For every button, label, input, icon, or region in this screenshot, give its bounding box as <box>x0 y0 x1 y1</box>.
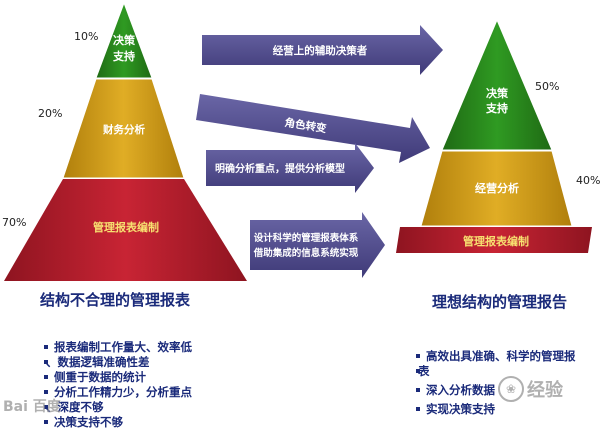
right-top-label-line1: 决策 <box>486 86 509 100</box>
right-bottom-label: 管理报表编制 <box>463 234 529 248</box>
watermark-jingyan-right: ❀ 经验 <box>498 376 563 402</box>
arrow-4-text-line2: 借助集成的信息系统实现 <box>253 247 359 259</box>
left-note-item: 侧重于数据的统计 <box>42 370 242 384</box>
left-pyramid <box>4 1 247 281</box>
left-notes-list: 报表编制工作量大、效率低 、数据逻辑准确性差 侧重于数据的统计 分析工作精力少，… <box>42 340 242 430</box>
left-note-item: 分析工作精力少，分析重点 <box>42 385 242 399</box>
left-note-item: 决策支持不够 <box>42 415 242 429</box>
watermark-jingyan-text: 经验 <box>527 380 563 401</box>
left-top-label-line1: 决策 <box>113 33 136 47</box>
left-pct-top: 10% <box>74 30 98 43</box>
left-pct-bottom: 70% <box>2 216 26 229</box>
right-layer-mid <box>420 150 573 227</box>
right-pct-top: 50% <box>535 80 559 93</box>
left-layer-bottom <box>4 179 247 281</box>
left-note-item: 报表编制工作量大、效率低 <box>42 340 242 354</box>
left-bottom-label: 管理报表编制 <box>93 220 159 234</box>
left-layer-mid <box>62 78 185 179</box>
right-caption: 理想结构的管理报告 <box>432 293 568 311</box>
left-caption: 结构不合理的管理报表 <box>40 291 191 309</box>
right-top-label-line2: 支持 <box>485 101 508 115</box>
arrow-3-text: 明确分析重点，提供分析模型 <box>215 162 345 175</box>
arrow-4-text-line1: 设计科学的管理报表体系 <box>254 232 359 244</box>
arrow-4 <box>250 212 385 278</box>
left-pct-mid: 20% <box>38 107 62 120</box>
right-pct-mid: 40% <box>576 174 600 187</box>
arrow-1 <box>202 25 443 75</box>
left-layer-top <box>95 1 153 79</box>
right-pyramid <box>396 18 592 253</box>
arrow-3 <box>206 143 374 193</box>
right-notes-list: 高效出具准确、科学的管理报 表 深入分析数据 实现决策支持 <box>414 349 599 417</box>
right-note-item: 表 <box>414 364 599 378</box>
watermark-paw-icon: ❀ <box>498 376 524 402</box>
left-mid-label: 财务分析 <box>102 123 145 136</box>
right-layer-top <box>441 18 553 151</box>
right-note-item: 实现决策支持 <box>414 402 599 416</box>
right-note-item: 高效出具准确、科学的管理报 <box>414 349 599 363</box>
left-top-label-line2: 支持 <box>112 49 135 63</box>
left-note-item: 、深度不够 <box>42 400 242 414</box>
arrow-2 <box>196 94 430 163</box>
right-layer-bottom <box>396 227 592 253</box>
watermark-baidu-left: Bai 百度 <box>3 399 61 415</box>
right-note-item: 深入分析数据 <box>414 383 599 397</box>
arrow-1-text: 经营上的辅助决策者 <box>273 44 368 57</box>
right-mid-label: 经营分析 <box>475 181 519 195</box>
left-note-item: 、数据逻辑准确性差 <box>42 355 242 369</box>
